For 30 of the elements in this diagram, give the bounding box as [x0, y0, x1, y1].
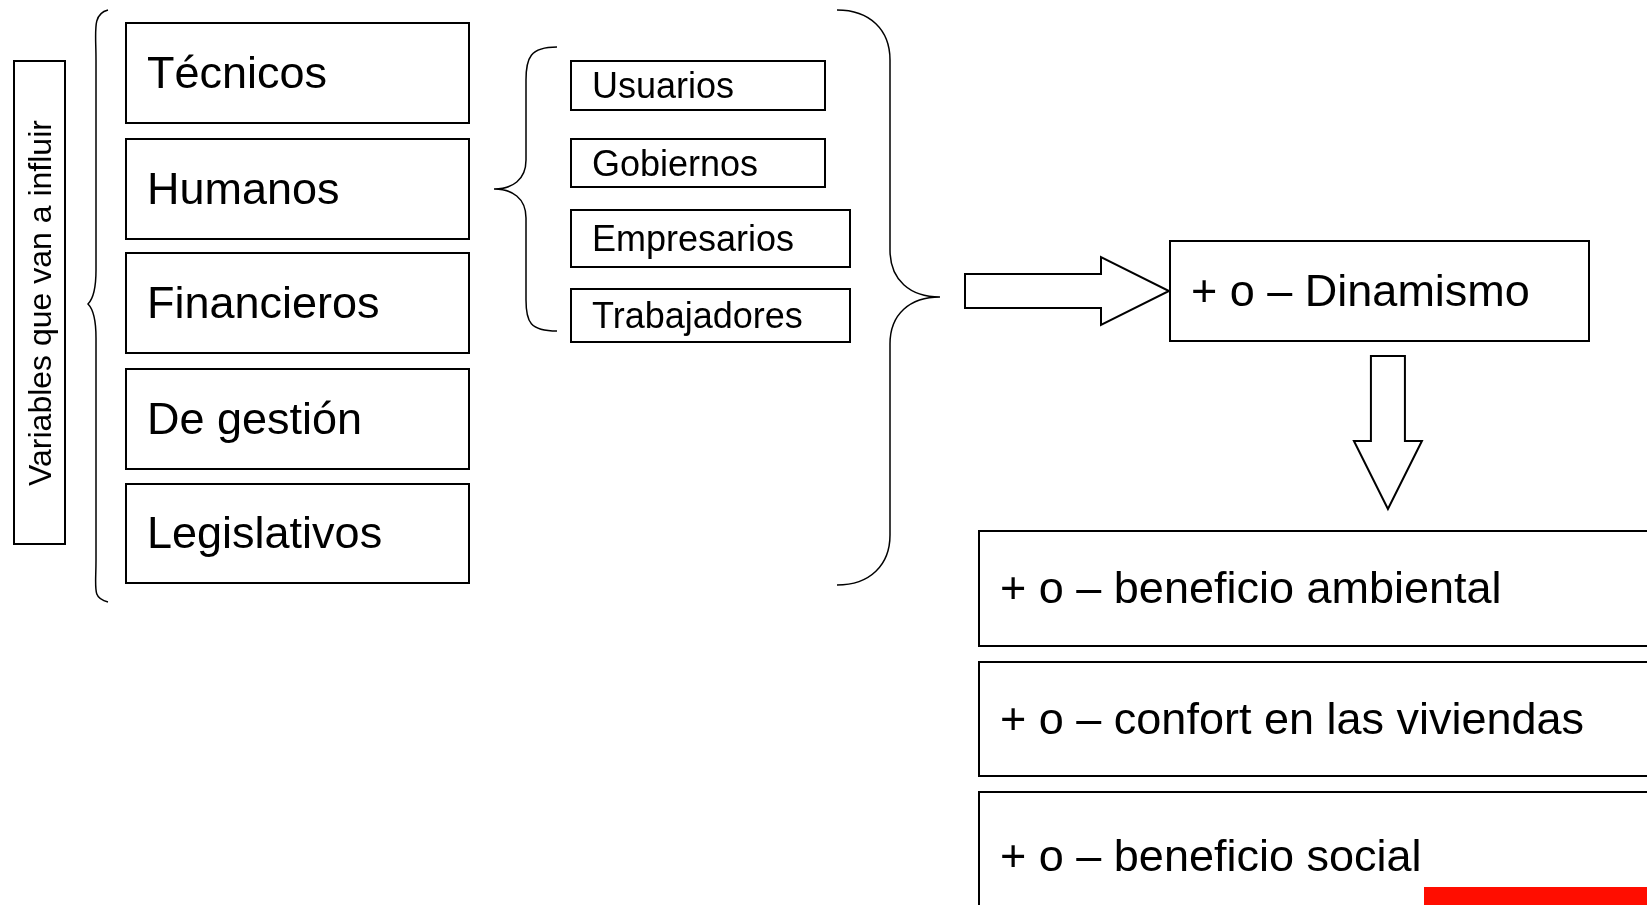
- box-label: Usuarios: [592, 64, 735, 108]
- text-box: [570, 60, 826, 111]
- text-box: [978, 791, 1647, 905]
- text-box: [125, 368, 470, 470]
- box-label: + o – confort en las viviendas: [1000, 691, 1585, 746]
- text-box: [570, 288, 851, 343]
- text-box: [978, 530, 1647, 647]
- text-box: [125, 138, 470, 240]
- text-box: [125, 483, 470, 584]
- box-label: Gobiernos: [592, 141, 759, 186]
- text-box: [1169, 240, 1590, 342]
- block-arrow: [964, 255, 1172, 327]
- text-box: [978, 661, 1647, 777]
- box-label: Humanos: [147, 161, 340, 216]
- text-box: [570, 138, 826, 188]
- box-label: Empresarios: [592, 217, 795, 261]
- box-label: De gestión: [147, 391, 363, 446]
- box-label: Legislativos: [147, 506, 383, 561]
- label-box: [13, 60, 66, 545]
- box-label: Financieros: [147, 275, 380, 330]
- text-box: [570, 209, 851, 268]
- text-box: [125, 22, 470, 124]
- block-arrow: [1352, 355, 1424, 512]
- box-label: + o – beneficio ambiental: [1000, 561, 1502, 616]
- box-label: + o – Dinamismo: [1191, 263, 1530, 318]
- box-label: Trabajadores: [592, 294, 803, 338]
- box-label: Técnicos: [147, 45, 328, 100]
- box-label: + o – beneficio social: [1000, 828, 1422, 883]
- rotated-label: Variables que van a influir: [23, 119, 56, 486]
- text-box: [125, 252, 470, 354]
